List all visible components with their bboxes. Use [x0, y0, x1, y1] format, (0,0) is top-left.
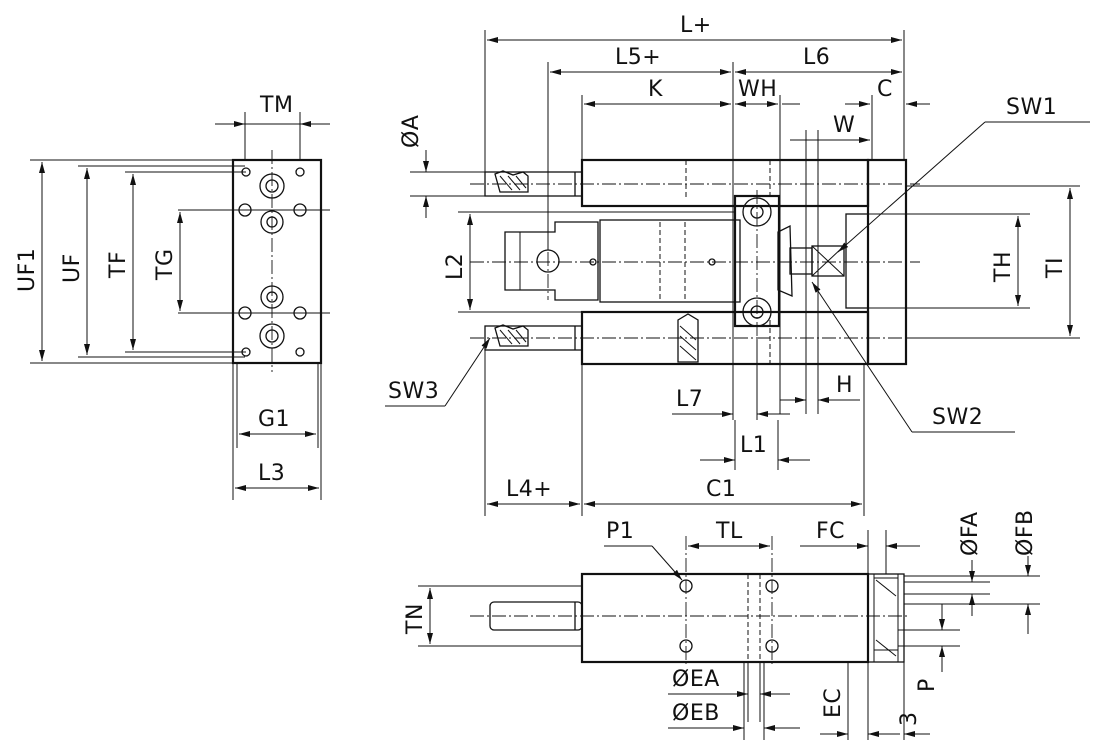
dim-phi-a: ØA [399, 115, 424, 148]
dim-l5-plus: L5+ [615, 45, 661, 70]
side-view [470, 158, 920, 366]
dim-w: W [833, 113, 855, 138]
dim-fc: FC [816, 519, 845, 544]
upper-cylinder-body [580, 158, 870, 208]
dim-l7: L7 [676, 387, 703, 412]
dim-c1: C1 [706, 477, 736, 502]
dim-uf1: UF1 [15, 248, 40, 292]
dim-phi-eb: ØEB [672, 701, 720, 726]
dim-th: TH [991, 251, 1016, 283]
dim-ec: EC [821, 688, 846, 718]
dim-ti: TI [1043, 257, 1068, 279]
dim-sw3: SW3 [388, 379, 439, 404]
dim-phi-fa: ØFA [958, 511, 983, 556]
dim-tg: TG [153, 249, 178, 282]
dim-sw2: SW2 [932, 405, 983, 430]
dim-h: H [836, 373, 853, 398]
sw1-nut [811, 245, 845, 277]
dim-three: 3 [897, 712, 922, 727]
side-view-dimensions: L+ L5+ L6 K WH C W ØA SW1 L2 [385, 13, 1090, 516]
bottom-view [470, 536, 910, 664]
bottom-view-dimensions: P1 TL FC ØFA ØFB TN ØEA [403, 509, 1040, 740]
dim-tl: TL [715, 519, 743, 544]
carriage [599, 219, 741, 303]
dim-l4-plus: L4+ [506, 477, 552, 502]
dim-l2: L2 [443, 253, 468, 280]
dim-uf: UF [60, 253, 85, 283]
dim-tn: TN [403, 603, 428, 635]
dim-g1: G1 [258, 407, 290, 432]
dim-l6: L6 [803, 45, 830, 70]
bottom-body [580, 572, 870, 664]
dim-l-plus: L+ [680, 13, 712, 38]
dim-tf: TF [106, 251, 131, 279]
dim-tm: TM [259, 93, 293, 118]
dim-k: K [648, 77, 663, 102]
bottom-flange [867, 573, 905, 663]
dim-l1: L1 [740, 433, 767, 458]
end-view-ports [238, 167, 307, 357]
dim-l3: L3 [258, 461, 285, 486]
dim-phi-ea: ØEA [672, 667, 720, 692]
end-view: TM UF1 UF TF TG G1 L3 [15, 93, 330, 500]
inner-plate [845, 213, 869, 309]
dim-wh: WH [738, 77, 777, 102]
dim-sw1: SW1 [1006, 95, 1057, 120]
end-view-plate [231, 158, 323, 365]
dim-phi-fb: ØFB [1013, 509, 1038, 556]
dim-c: C [877, 77, 893, 102]
dim-p: P [915, 678, 940, 692]
dim-p1: P1 [606, 519, 634, 544]
